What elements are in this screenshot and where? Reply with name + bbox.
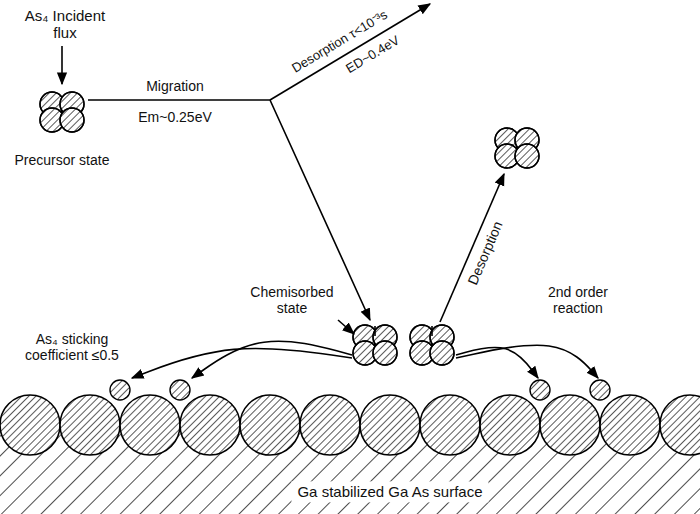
transfer-arrow [456,347,538,378]
ga-atom [240,395,300,455]
process-label: Migration [146,78,204,94]
ga-atom [600,395,660,455]
transfer-arrow [456,345,598,378]
state-label: Precursor state [15,152,110,168]
desorption-arrow [270,4,430,100]
ga-atom [300,395,360,455]
as4-molecule [40,92,84,132]
as-adatom [590,380,610,400]
desorption-label: Desorption [464,219,506,288]
coefficient-label: As₄ sticking coefficient ≤0.5 [11,331,133,363]
as4-molecule [495,128,539,168]
migration-path [88,100,370,320]
desorption-label: Desorption τ<10⁻³s [290,8,391,77]
flux-label: As₄ Incident flux [19,7,111,42]
ga-atom [480,395,540,455]
ga-atom [0,395,60,455]
energy-label: Em~0.25eV [138,109,212,125]
ga-atom [180,395,240,455]
transfer-arrow [192,341,352,378]
ga-atom [540,395,600,455]
as4-molecule [353,325,397,365]
incident-arrow [61,46,63,84]
bond-tick [374,326,376,336]
state-label: Chemisorbed state [242,284,342,316]
ga-atom [420,395,480,455]
ga-atom [120,395,180,455]
reaction-label: 2nd order reaction [534,284,622,316]
ga-atom [60,395,120,455]
transfer-arrow [132,348,352,378]
pointer-arrow [338,320,354,334]
surface-label: Ga stabilized Ga As surface [291,481,488,502]
as-adatom [170,380,190,400]
bond-tick [431,326,433,336]
ga-atom [360,395,420,455]
as-adatom [110,380,130,400]
as4-molecule [410,325,454,365]
as-adatom [530,380,550,400]
ga-atom [660,395,700,455]
